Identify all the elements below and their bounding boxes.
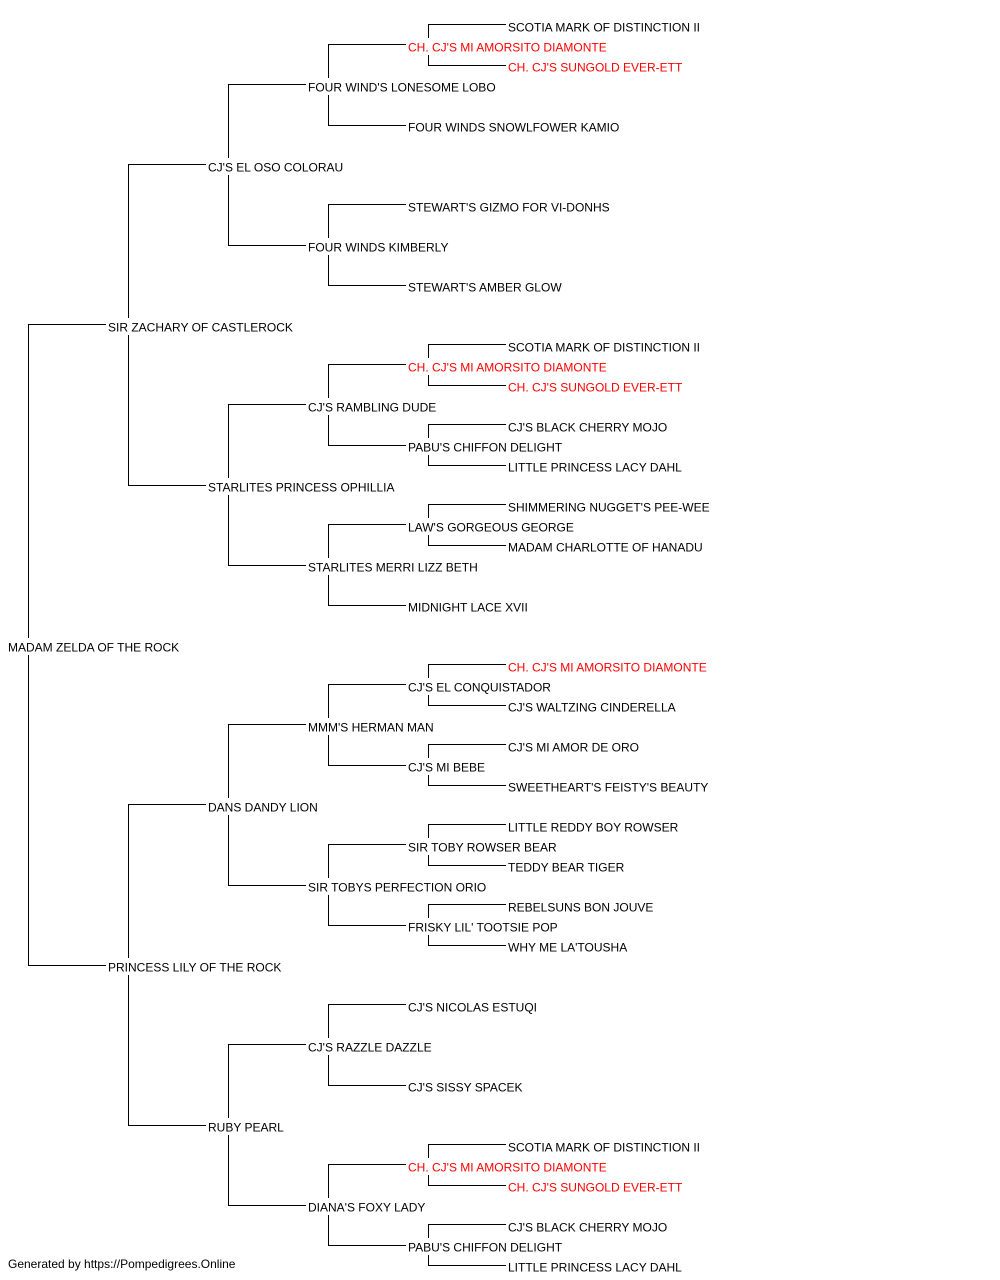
pedigree-name-root-d-d-d: DIANA'S FOXY LADY — [308, 1201, 425, 1215]
footer-credit: Generated by https://Pompedigrees.Online — [8, 1257, 236, 1271]
pedigree-name-root-s-d-s-d-d: LITTLE PRINCESS LACY DAHL — [508, 461, 682, 475]
pedigree-name-root-s-s-s-s-s: SCOTIA MARK OF DISTINCTION II — [508, 21, 700, 35]
pedigree-name-root-s-d-s-s-d: CH. CJ'S SUNGOLD EVER-ETT — [508, 381, 683, 395]
pedigree-name-root-d-s-d-d-s: REBELSUNS BON JOUVE — [508, 901, 653, 915]
pedigree-name-root-d-d-s-d: CJ'S SISSY SPACEK — [408, 1081, 523, 1095]
pedigree-name-root-d-d-d-d: PABU'S CHIFFON DELIGHT — [408, 1241, 563, 1255]
pedigree-name-root-s-s-s: FOUR WIND'S LONESOME LOBO — [308, 81, 496, 95]
pedigree-name-root-d-s-s: MMM'S HERMAN MAN — [308, 721, 434, 735]
pedigree-name-root-s-s-s-s-d: CH. CJ'S SUNGOLD EVER-ETT — [508, 61, 683, 75]
pedigree-name-root-d-s-s-d: CJ'S MI BEBE — [408, 761, 485, 775]
pedigree-name-root-s-s: CJ'S EL OSO COLORAU — [208, 161, 343, 175]
pedigree-name-root-s-s-s-d: FOUR WINDS SNOWLFOWER KAMIO — [408, 121, 619, 135]
pedigree-name-root-d-d-d-s-d: CH. CJ'S SUNGOLD EVER-ETT — [508, 1181, 683, 1195]
pedigree-name-root-d-s-d: SIR TOBYS PERFECTION ORIO — [308, 881, 486, 895]
pedigree-name-root-d: PRINCESS LILY OF THE ROCK — [108, 961, 281, 975]
pedigree-name-root-s-d-d-s: LAW'S GORGEOUS GEORGE — [408, 521, 574, 535]
pedigree-name-root-s-s-d-d: STEWART'S AMBER GLOW — [408, 281, 562, 295]
pedigree-name-root-d-d-s-s: CJ'S NICOLAS ESTUQI — [408, 1001, 537, 1015]
pedigree-name-root-s-d-s-d: PABU'S CHIFFON DELIGHT — [408, 441, 563, 455]
pedigree-name-root-s-d-d: STARLITES MERRI LIZZ BETH — [308, 561, 478, 575]
pedigree-name-root-s-s-d-s: STEWART'S GIZMO FOR VI-DONHS — [408, 201, 610, 215]
pedigree-name-root-s-d-d-s-s: SHIMMERING NUGGET'S PEE-WEE — [508, 501, 710, 515]
pedigree-name-root-d-s-s-s-d: CJ'S WALTZING CINDERELLA — [508, 701, 676, 715]
pedigree-name-root-d-d-d-d-s: CJ'S BLACK CHERRY MOJO — [508, 1221, 667, 1235]
pedigree-name-root-d-s-d-d: FRISKY LIL' TOOTSIE POP — [408, 921, 558, 935]
pedigree-name-root-s-d-s-d-s: CJ'S BLACK CHERRY MOJO — [508, 421, 667, 435]
pedigree-name-root-d-s-d-s-s: LITTLE REDDY BOY ROWSER — [508, 821, 679, 835]
pedigree-name-root-d-d-d-s: CH. CJ'S MI AMORSITO DIAMONTE — [408, 1161, 607, 1175]
pedigree-name-root-d-s-d-s-d: TEDDY BEAR TIGER — [508, 861, 625, 875]
pedigree-name-root: MADAM ZELDA OF THE ROCK — [8, 641, 179, 655]
pedigree-name-root-d-s-s-s: CJ'S EL CONQUISTADOR — [408, 681, 551, 695]
pedigree-name-root-s-s-s-s: CH. CJ'S MI AMORSITO DIAMONTE — [408, 41, 607, 55]
pedigree-name-root-s-d-s: CJ'S RAMBLING DUDE — [308, 401, 436, 415]
pedigree-name-root-s-d-s-s-s: SCOTIA MARK OF DISTINCTION II — [508, 341, 700, 355]
pedigree-name-root-s-d-s-s: CH. CJ'S MI AMORSITO DIAMONTE — [408, 361, 607, 375]
pedigree-name-root-d-d-s: CJ'S RAZZLE DAZZLE — [308, 1041, 432, 1055]
pedigree-name-root-d-s-s-s-s: CH. CJ'S MI AMORSITO DIAMONTE — [508, 661, 707, 675]
pedigree-name-root-s-d-d-s-d: MADAM CHARLOTTE OF HANADU — [508, 541, 703, 555]
pedigree-name-root-d-d: RUBY PEARL — [208, 1121, 284, 1135]
pedigree-name-root-s: SIR ZACHARY OF CASTLEROCK — [108, 321, 293, 335]
pedigree-name-root-d-s: DANS DANDY LION — [208, 801, 318, 815]
pedigree-name-root-s-d-d-d: MIDNIGHT LACE XVII — [408, 601, 528, 615]
pedigree-name-root-s-d: STARLITES PRINCESS OPHILLIA — [208, 481, 395, 495]
pedigree-name-root-s-s-d: FOUR WINDS KIMBERLY — [308, 241, 448, 255]
pedigree-name-root-d-s-d-d-d: WHY ME LA'TOUSHA — [508, 941, 627, 955]
pedigree-name-root-d-d-d-s-s: SCOTIA MARK OF DISTINCTION II — [508, 1141, 700, 1155]
pedigree-name-root-d-s-s-d-d: SWEETHEART'S FEISTY'S BEAUTY — [508, 781, 708, 795]
pedigree-name-root-d-d-d-d-d: LITTLE PRINCESS LACY DAHL — [508, 1261, 682, 1275]
pedigree-name-root-d-s-s-d-s: CJ'S MI AMOR DE ORO — [508, 741, 639, 755]
pedigree-name-root-d-s-d-s: SIR TOBY ROWSER BEAR — [408, 841, 557, 855]
